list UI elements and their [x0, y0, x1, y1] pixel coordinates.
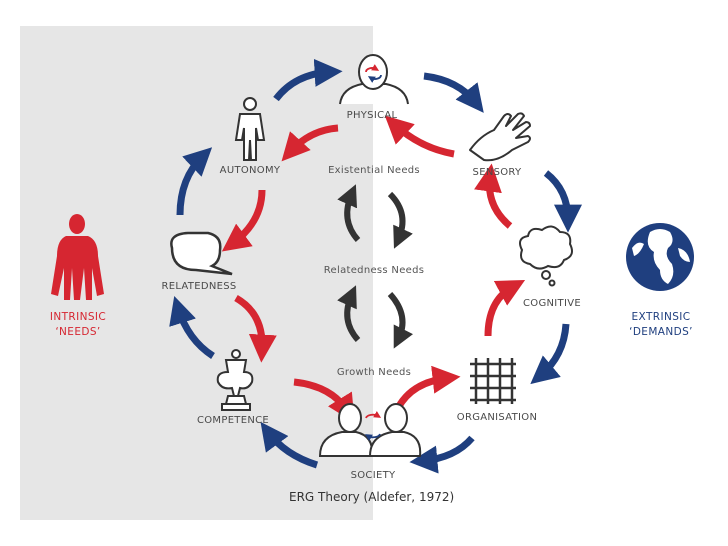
organisation-label: ORGANISATION [456, 412, 538, 423]
society-label: SOCIETY [350, 470, 396, 481]
blue-arrow-organisation-to-society [409, 435, 475, 474]
inner-red-arrows [221, 115, 526, 423]
red-arrow-organisation-to-cognitive [484, 280, 526, 337]
speech-bubble-icon [170, 231, 233, 276]
trophy-icon [216, 349, 254, 411]
red-arrow-cognitive-to-sensory [474, 163, 513, 229]
red-arrow-sensory-to-physical [384, 115, 455, 158]
intrinsic-line-2: ‘NEEDS’ [55, 326, 101, 338]
human-figure-icon [234, 97, 266, 161]
center-cycle-arrows [337, 184, 414, 349]
intrinsic-line-1: INTRINSIC [49, 311, 107, 323]
sensory-label: SENSORY [472, 167, 522, 178]
extrinsic-demands-label: EXTRINSIC ‘DEMANDS’ [620, 310, 702, 340]
outer-blue-arrows [169, 58, 582, 474]
growth-needs-label: Growth Needs [336, 367, 412, 378]
relatedness-cycle-left-arrow [337, 285, 361, 343]
relatedness-cycle-right-arrow [387, 291, 414, 349]
competence-label: COMPETENCE [196, 415, 270, 426]
grid-icon [470, 358, 516, 404]
blue-arrow-cognitive-to-organisation [530, 323, 570, 385]
diagram-caption: ERG Theory (Aldefer, 1972) [289, 490, 455, 504]
existential-cycle-right-arrow [387, 191, 413, 249]
blue-arrow-relatedness-to-autonomy [176, 147, 213, 216]
red-arrow-society-to-organisation [394, 365, 461, 410]
extrinsic-line-2: ‘DEMANDS’ [629, 326, 693, 338]
physical-label: PHYSICAL [346, 110, 398, 121]
red-arrow-relatedness-to-competence [234, 294, 277, 363]
red-arrow-physical-to-autonomy [281, 124, 339, 162]
cognitive-label: COGNITIVE [523, 298, 581, 309]
red-arrow-autonomy-to-relatedness [221, 189, 266, 252]
intrinsic-needs-label: INTRINSIC ‘NEEDS’ [45, 310, 111, 340]
blue-arrow-physical-to-sensory [423, 72, 484, 113]
intrinsic-human-icon [51, 214, 104, 300]
relatedness-label: RELATEDNESS [161, 281, 237, 292]
existential-needs-label: Existential Needs [328, 165, 420, 176]
relatedness-needs-label: Relatedness Needs [323, 265, 425, 276]
blue-arrow-autonomy-to-physical [273, 58, 343, 102]
blue-arrow-sensory-to-cognitive [543, 170, 582, 233]
blue-arrow-competence-to-relatedness [169, 295, 215, 359]
existential-cycle-left-arrow [337, 184, 361, 243]
extrinsic-line-1: EXTRINSIC [631, 311, 691, 323]
globe-icon [626, 223, 694, 291]
person-icon [339, 54, 409, 105]
blue-arrow-society-to-competence [260, 421, 319, 469]
autonomy-label: AUTONOMY [219, 165, 281, 176]
hand-icon [469, 112, 531, 162]
two-people-icon [318, 403, 422, 457]
thought-cloud-icon [519, 225, 573, 287]
